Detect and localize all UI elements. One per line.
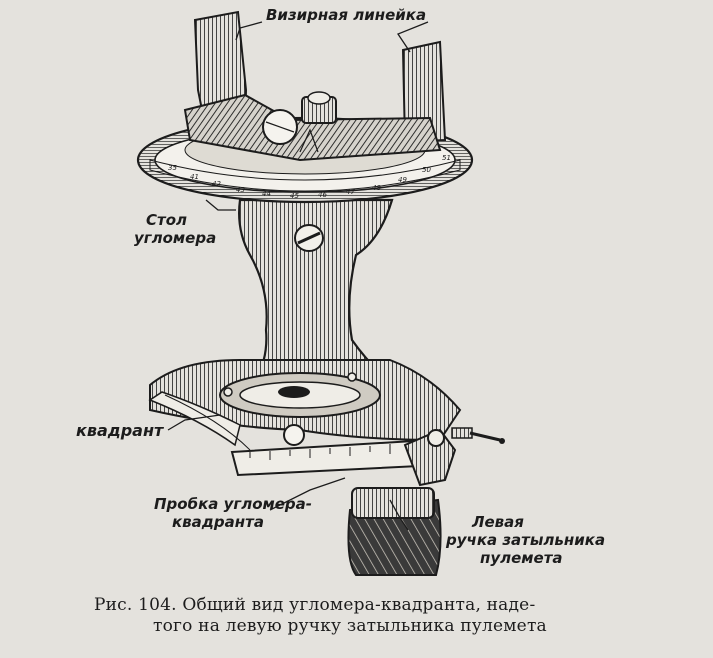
figure-caption-line1: Рис. 104. Общий вид угломера-квадранта, … <box>94 595 536 615</box>
plug-label-line1: Пробка угломера- <box>154 495 313 513</box>
goniometer-table-label-line1: Стол <box>146 211 187 229</box>
quadrant-label: квадрант <box>76 421 164 440</box>
svg-text:43: 43 <box>236 186 245 194</box>
svg-text:35: 35 <box>168 164 177 172</box>
svg-text:45: 45 <box>290 192 299 200</box>
quadrant-scale <box>148 391 505 487</box>
handle-label-line3: пулемета <box>480 549 563 567</box>
svg-text:47: 47 <box>346 188 355 196</box>
svg-text:46: 46 <box>318 191 327 199</box>
plug-label-line2: квадранта <box>172 513 264 531</box>
sight-ruler-label: Визирная линейка <box>266 6 427 24</box>
svg-text:48: 48 <box>372 184 381 192</box>
svg-text:51: 51 <box>442 154 451 162</box>
machine-gun-handle <box>347 487 442 576</box>
handle-label-line1: Левая <box>472 513 524 531</box>
svg-text:41: 41 <box>190 173 199 181</box>
svg-text:50: 50 <box>422 166 431 174</box>
svg-text:49: 49 <box>398 176 407 184</box>
goniometer-body <box>229 198 432 412</box>
quadrant-knob-icon <box>283 424 305 446</box>
goniometer-table-label-line2: угломера <box>134 229 217 247</box>
handle-label-line2: ручка затыльника <box>446 531 606 549</box>
quadrant-plate <box>149 359 462 442</box>
leader-lines <box>167 21 429 531</box>
sight-ruler <box>183 10 447 162</box>
figure-caption-line2: того на левую ручку затыльника пулемета <box>153 616 547 636</box>
svg-text:42: 42 <box>212 180 221 188</box>
svg-text:44: 44 <box>262 190 271 198</box>
